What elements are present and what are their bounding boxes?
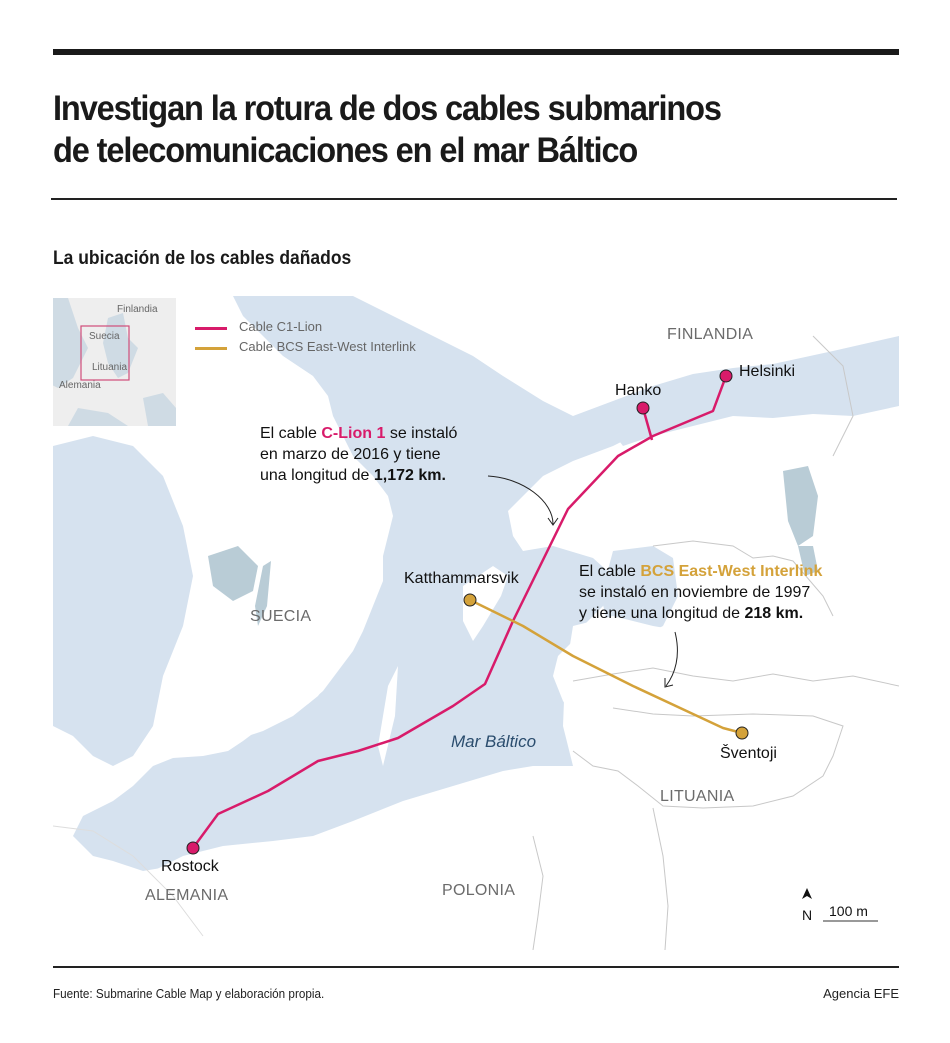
c-lion-arrow [487, 475, 554, 525]
page-title: Investigan la rotura de dos cables subma… [53, 88, 722, 172]
inset-label-finlandia: Finlandia [117, 304, 158, 315]
inset-label-suecia: Suecia [89, 331, 120, 342]
katthammarsvik-dot [463, 593, 477, 607]
title-line-1: Investigan la rotura de dos cables subma… [53, 89, 722, 128]
bcs-name: BCS East-West Interlink [640, 563, 823, 580]
legend-swatch-c1-lion [195, 327, 227, 330]
source-note: Fuente: Submarine Cable Map y elaboració… [53, 986, 325, 1001]
country-label-lituania: LITUANIA [660, 788, 735, 805]
rostock-dot [186, 841, 200, 855]
city-label-katthammarsvik: Katthammarsvik [404, 570, 519, 587]
lake-vattern [255, 561, 271, 626]
country-label-polonia: POLONIA [442, 882, 516, 899]
sea-label: Mar Báltico [451, 732, 537, 751]
inset-label-lituania: Lituania [92, 362, 128, 373]
title-divider [51, 198, 897, 200]
helsinki-dot [719, 369, 733, 383]
city-label-rostock: Rostock [161, 858, 219, 875]
lake-vanern [208, 546, 258, 601]
map-graphic [53, 296, 899, 950]
annotation-bcs: El cable BCS East-West Interlink se inst… [579, 563, 823, 622]
inset-highlight-box [80, 325, 130, 381]
bcs-length: 218 km. [744, 605, 804, 622]
country-label-suecia: SUECIA [250, 608, 312, 625]
country-label-alemania: ALEMANIA [145, 887, 229, 904]
bcs-arrow [665, 631, 678, 687]
inset-map [53, 298, 176, 426]
legend-label-c1-lion: Cable C1-Lion [239, 319, 323, 334]
scale-label: 100 m [829, 903, 868, 919]
annotation-c-lion: El cable C-Lion 1 se instaló en marzo de… [260, 425, 458, 484]
city-label-helsinki: Helsinki [739, 363, 796, 380]
north-label: N [802, 907, 813, 923]
footer-divider [53, 966, 899, 968]
subtitle: La ubicación de los cables dañados [53, 248, 352, 269]
hanko-dot [636, 401, 650, 415]
city-label-sventoji: Šventoji [720, 745, 777, 762]
c-lion-name: C-Lion 1 [321, 425, 386, 442]
title-line-2: de telecomunicaciones en el mar Báltico [53, 131, 638, 170]
city-label-hanko: Hanko [615, 382, 662, 399]
sventoji-dot [735, 726, 749, 740]
legend-label-bcs: Cable BCS East-West Interlink [239, 339, 416, 354]
cable-bcs-line [469, 598, 743, 735]
top-rule [53, 49, 899, 55]
baltic-map: Finlandia Suecia Lituania Alemania Cable… [53, 296, 899, 950]
credit: Agencia EFE [823, 986, 899, 1001]
lake-peipus [783, 466, 818, 546]
north-arrow-icon [802, 888, 812, 899]
cable-c1-lion-line [191, 375, 728, 849]
country-label-finlandia: FINLANDIA [667, 326, 754, 343]
legend-swatch-bcs [195, 347, 227, 350]
inset-label-alemania: Alemania [59, 380, 101, 391]
c-lion-length: 1,172 km. [373, 467, 446, 484]
